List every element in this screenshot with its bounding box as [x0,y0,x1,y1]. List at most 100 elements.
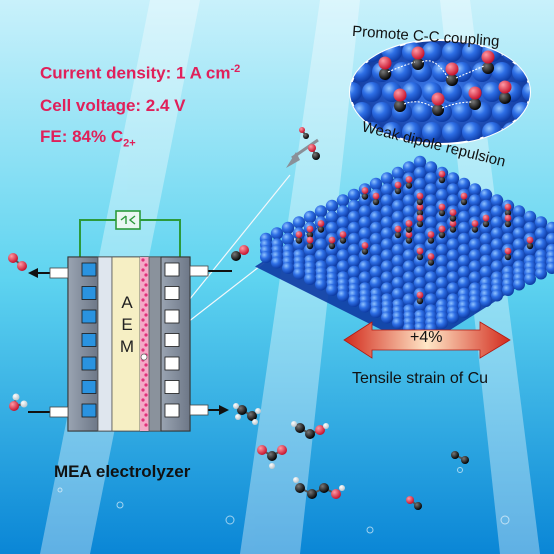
cu-atom [501,221,515,235]
cu-atom-side [491,289,503,302]
zoom-point [140,353,148,361]
cu-atom [446,282,460,295]
catalyst-particle [144,293,148,297]
cu-atom [457,265,471,279]
cu-atom [314,249,328,262]
cu-atom [424,282,438,295]
cu-atom [358,216,372,229]
co-oxygen [306,225,314,233]
cu-atom [523,243,537,257]
device-caption: MEA electrolyzer [54,462,191,481]
cu-atom [545,232,554,246]
catalyst-particle [141,388,145,392]
cu-atom [380,227,394,240]
cu-atom [435,177,449,191]
co-oxygen [416,214,424,222]
co-oxygen [372,192,380,200]
inset-cu-atom [372,102,392,122]
co-oxygen [438,170,446,178]
cu-atom [424,216,438,229]
cu-atom [468,194,482,207]
co-oxygen [471,220,479,227]
cu-atom [325,243,339,257]
cu-atom [446,249,460,262]
catalyst-particle [144,413,148,417]
catalyst-particle [141,398,145,402]
catalyst-particle [144,383,148,387]
inset-cu-atom [522,82,530,102]
co-oxygen [504,247,512,255]
co-oxygen [460,192,468,200]
cu-atom [424,172,438,185]
cu-atom [479,188,493,202]
co-carbon [416,253,424,261]
co-carbon [416,198,424,206]
cu-atom [413,298,427,312]
cu-atom [468,271,482,284]
cu-atom [479,265,493,279]
membrane-label: A E M [118,292,136,358]
oxygen-atom [308,144,316,152]
cu-atom-side [304,273,316,285]
cu-atom [380,205,394,218]
cu-atom [512,227,526,240]
cu-atom [402,194,416,207]
cu-atom-side [359,300,371,313]
inset-co-carbon [482,62,494,74]
anode-channel [81,262,97,277]
co-oxygen [449,209,457,216]
faradaic-efficiency-label: FE: 84% C2+ [40,127,136,150]
inset-co-oxygen [411,46,425,60]
inset-cu-atom [492,62,512,82]
cu-atom [270,227,284,240]
catalyst-particle [144,363,148,367]
inset-cu-atom [422,122,442,142]
co-carbon [372,198,380,206]
carbon-atom [247,411,257,421]
cu-atom-side [348,295,360,307]
catalyst-particle [141,278,145,282]
cu-atom [479,243,493,257]
cu-atom [380,282,394,295]
co-oxygen [405,176,413,183]
cu-atom [413,166,427,180]
co-carbon [405,237,413,244]
cu-atom [424,293,438,306]
current-density-label: Current density: 1 A cm-2 [40,63,241,83]
cu-atom [424,194,438,207]
co-carbon [438,231,446,239]
hydrogen-atom [233,403,239,409]
catalyst-particle [144,373,148,377]
cu-atom [457,199,471,213]
hydrogen-atom [235,414,241,420]
cathode-channel [164,356,180,371]
inset-co-oxygen [431,92,445,106]
cu-atom [325,254,339,268]
cu-atom [369,199,383,213]
co-carbon [504,209,512,217]
catalyst-particle [144,273,148,277]
cu-atom [314,238,328,251]
cu-atom [424,271,438,284]
cu-atom [402,271,416,284]
hydrogen-atom [291,421,297,427]
hydrogen-atom [269,463,275,469]
cell-voltage-label: Cell voltage: 2.4 V [40,96,186,115]
cu-atom-side [271,256,283,269]
hydrogen-atom [323,423,329,429]
cu-atom [468,249,482,262]
catalyst-particle [141,268,145,272]
cu-atom [336,205,350,218]
carbon-atom [305,429,315,439]
cu-atom-side [381,311,393,324]
cu-atom [435,210,449,224]
hydrogen-atom [339,485,345,491]
cu-atom-side [337,289,349,302]
cu-atom [413,177,427,191]
cu-atom [358,260,372,273]
co-oxygen [405,231,413,238]
cu-atom [369,243,383,257]
membrane-letter-m: M [119,337,135,356]
cu-atom [336,249,350,262]
catalyst-particle [141,328,145,332]
